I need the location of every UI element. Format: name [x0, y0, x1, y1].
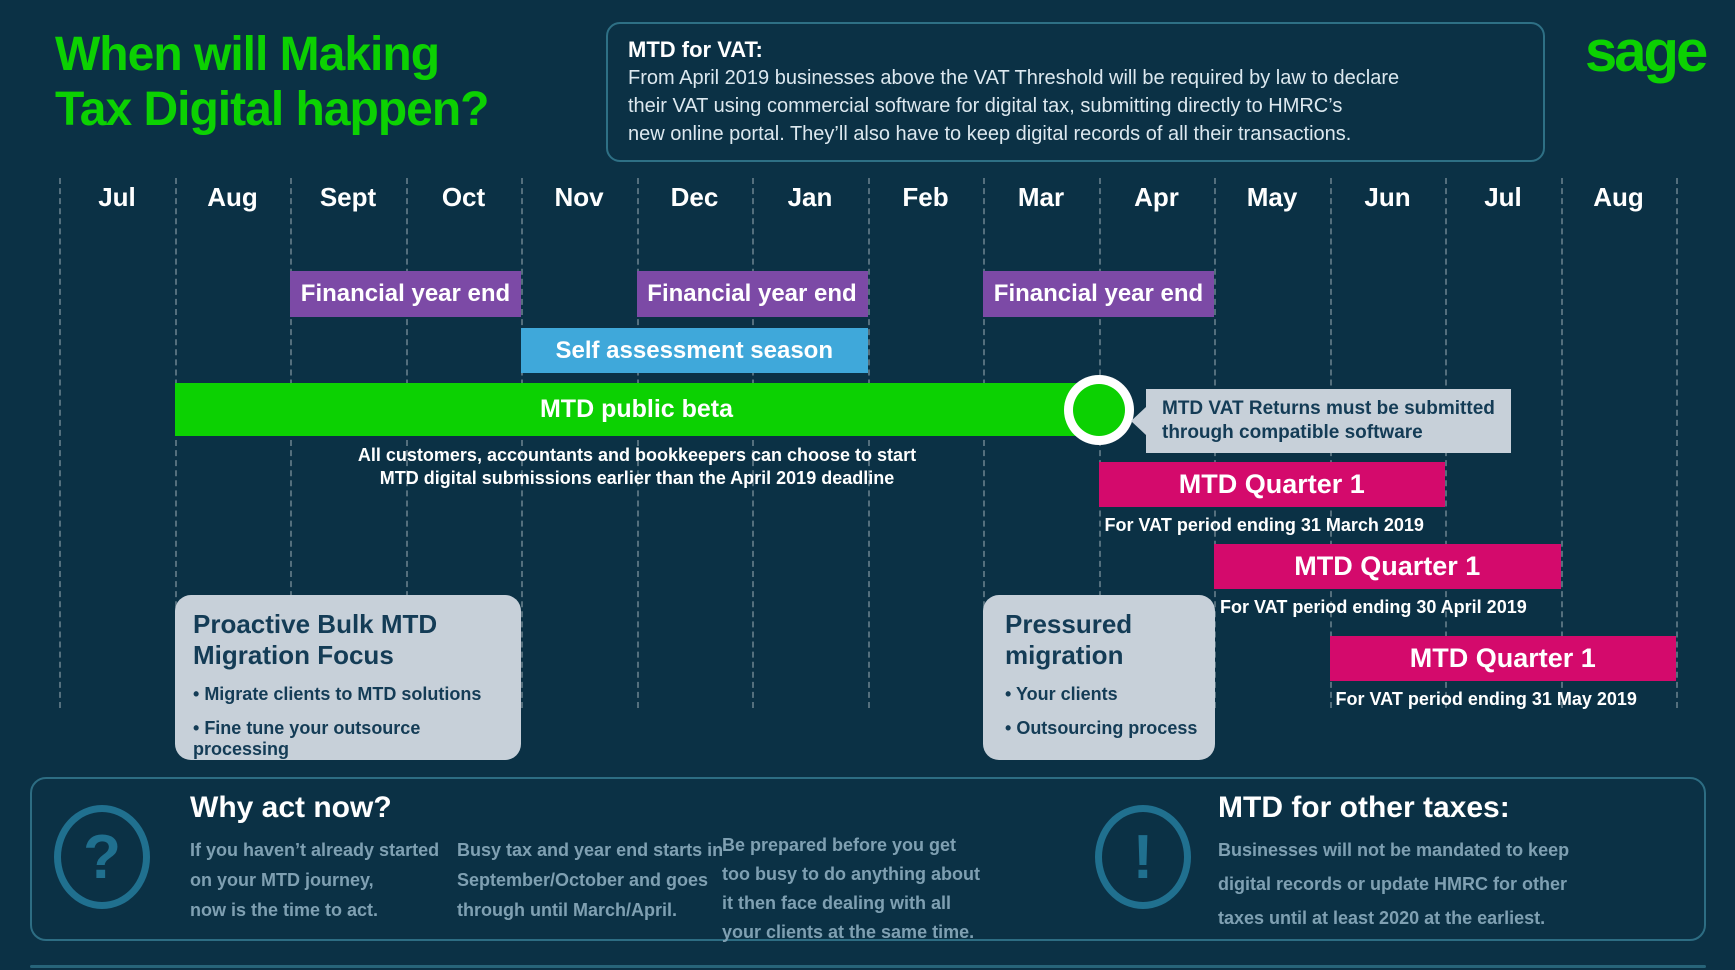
vat-info-box: MTD for VAT: From April 2019 businesses …	[606, 22, 1545, 162]
why-act-now-col-2: Busy tax and year end starts in Septembe…	[457, 840, 724, 920]
month-label: Jul	[98, 182, 136, 212]
migration-bullet: Fine tune your outsource processing	[193, 718, 511, 760]
month-label: Mar	[1017, 182, 1065, 212]
month-label: Oct	[441, 182, 486, 212]
timeline-bar: MTD Quarter 1	[1214, 544, 1561, 589]
month-gridline	[521, 178, 523, 708]
migration-box-right-bullets: Your clientsOutsourcing process	[1005, 684, 1205, 739]
month-label: Jan	[787, 182, 833, 212]
month-label: Nov	[554, 182, 604, 212]
month-gridline	[867, 178, 870, 708]
timeline-bar: MTD Quarter 1	[1329, 636, 1676, 681]
month-gridline	[983, 178, 985, 708]
bar-caption: For VAT period ending 31 March 2019	[1104, 515, 1424, 535]
timeline-bar: Financial year end	[290, 271, 521, 317]
timeline-bar: Financial year end	[636, 271, 868, 317]
bar-caption: For VAT period ending 31 May 2019	[1335, 689, 1637, 709]
month-label: Aug	[1593, 182, 1644, 212]
month-label: Apr	[1134, 182, 1179, 212]
month-label: Jun	[1364, 182, 1411, 212]
month-label: Dec	[670, 182, 719, 212]
vat-info-body: From April 2019 businesses above the VAT…	[628, 67, 1400, 145]
month-gridline	[174, 178, 177, 708]
migration-box-left: Proactive Bulk MTD Migration Focus Migra…	[175, 595, 521, 760]
month-gridline	[1676, 178, 1678, 708]
month-label: May	[1246, 182, 1298, 212]
beta-note: All customers, accountants and bookkeepe…	[357, 445, 917, 488]
why-act-now-col-1: If you haven’t already started on your M…	[190, 840, 440, 920]
vat-callout-text: MTD VAT Returns must be submitted throug…	[1162, 398, 1495, 443]
timeline-bar: Self assessment season	[521, 328, 868, 373]
migration-bullet: Your clients	[1005, 684, 1205, 705]
month-gridline	[290, 178, 292, 708]
month-gridline	[636, 178, 639, 708]
bar-caption: For VAT period ending 30 April 2019	[1220, 597, 1527, 617]
callout-notch-icon	[1131, 407, 1146, 435]
sage-logo: sage	[1585, 19, 1708, 84]
other-taxes-heading: MTD for other taxes:	[1218, 791, 1510, 824]
why-act-now-heading: Why act now?	[190, 791, 392, 824]
migration-box-right: Pressured migration Your clientsOutsourc…	[983, 595, 1215, 760]
month-gridline	[59, 178, 61, 708]
month-label: Aug	[207, 182, 258, 212]
exclamation-icon: !	[1095, 805, 1191, 909]
vat-callout: MTD VAT Returns must be submitted throug…	[1131, 389, 1511, 453]
beta-end-marker	[1063, 374, 1134, 445]
timeline-bar: Financial year end	[983, 271, 1214, 317]
why-act-now-col-3: Be prepared before you get too busy to d…	[722, 835, 980, 942]
timeline-bar: MTD public beta	[174, 383, 1099, 436]
bottom-edge-line	[30, 965, 1706, 968]
question-mark-icon: ?	[54, 805, 150, 909]
migration-box-left-title: Proactive Bulk MTD Migration Focus	[193, 609, 438, 670]
month-label: Feb	[902, 182, 949, 212]
vat-info-title: MTD for VAT:	[628, 37, 763, 62]
page-title: When will Making Tax Digital happen?	[55, 28, 489, 136]
month-label: Sept	[319, 182, 377, 212]
timeline-bar: MTD Quarter 1	[1098, 462, 1445, 507]
beta-end-marker-dot	[1072, 383, 1125, 436]
migration-bullet: Outsourcing process	[1005, 718, 1205, 739]
migration-box-right-title: Pressured migration	[1005, 609, 1133, 670]
bottom-panel: ? Why act now? If you haven’t already st…	[30, 777, 1706, 942]
migration-bullet: Migrate clients to MTD solutions	[193, 684, 511, 705]
migration-box-left-bullets: Migrate clients to MTD solutionsFine tun…	[193, 684, 511, 760]
month-label: Jul	[1484, 182, 1522, 212]
month-gridline	[1560, 178, 1563, 708]
month-gridline	[752, 178, 754, 708]
other-taxes-body: Businesses will not be mandated to keep …	[1218, 840, 1570, 928]
month-gridline	[405, 178, 408, 708]
